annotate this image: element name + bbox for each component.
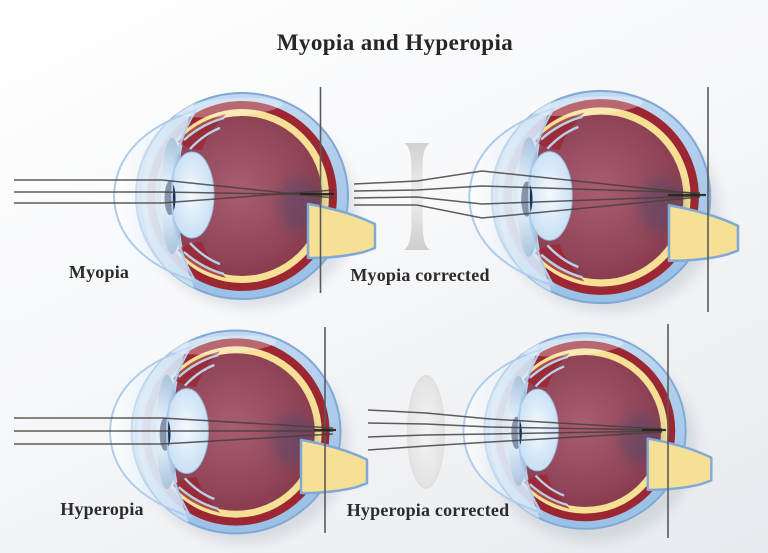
figure-label-hyperopia: Hyperopia	[60, 499, 144, 519]
light-rays	[14, 417, 336, 445]
convex-lens	[407, 375, 445, 489]
light-rays	[14, 179, 335, 204]
figure-hyperopia-corrected	[367, 324, 711, 542]
page-title: Myopia and Hyperopia	[276, 30, 514, 55]
figure-label-myopia: Myopia	[68, 262, 130, 282]
figure-myopia-corrected	[353, 87, 738, 312]
figure-hyperopia	[14, 327, 367, 543]
light-rays	[367, 409, 666, 451]
figure-label-myopia-corrected: Myopia corrected	[350, 265, 490, 285]
figure-label-hyperopia-corrected: Hyperopia corrected	[346, 500, 510, 520]
figure-myopia	[14, 87, 375, 308]
light-rays	[353, 170, 706, 219]
eye-myopia	[114, 93, 375, 299]
